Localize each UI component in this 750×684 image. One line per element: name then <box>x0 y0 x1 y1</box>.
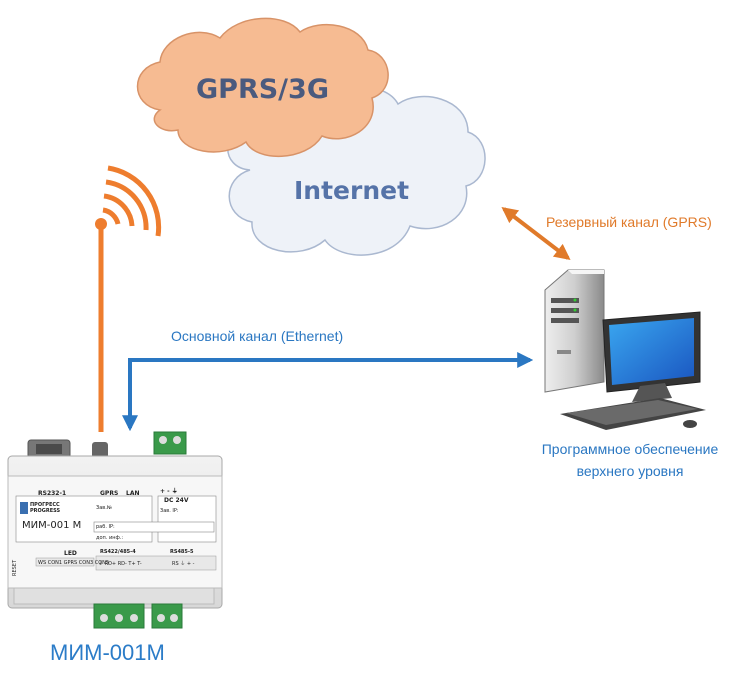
main-channel-arrow <box>122 352 534 432</box>
server-caption: Программное обеспечение верхнего уровня <box>520 438 740 482</box>
server-caption-line1: Программное обеспечение <box>541 441 719 457</box>
device-name-caption: МИМ-001М <box>50 640 165 665</box>
device-model-label: МИМ-001 М <box>22 520 82 531</box>
main-channel-label: Основной канал (Ethernet) <box>171 328 344 344</box>
device-lan-label: LAN <box>126 490 140 497</box>
device-led-items: WS CON1 GPRS CON3 CON5 <box>38 560 110 566</box>
device-rs232-label: RS232-1 <box>38 490 67 497</box>
backup-channel-arrow <box>501 207 571 260</box>
antenna <box>95 165 162 432</box>
gprs-cloud-label: GPRS/3G <box>196 74 329 105</box>
device-rs422-pins: ⏚ RD+ RD- T+ T- <box>98 561 142 567</box>
device-gprs-label: GPRS <box>100 490 119 497</box>
device-power-polarity: + - ⏚ <box>160 488 178 495</box>
device-rs422-label: RS422/485-4 <box>100 549 136 555</box>
device-serial-label: Зав.№ <box>96 505 113 511</box>
device-rs485-label: RS485-5 <box>170 549 194 555</box>
device-led-label: LED <box>64 550 77 557</box>
signal-wave-2 <box>103 193 135 227</box>
device-info-label: доп. инф.: <box>96 535 124 541</box>
device-dc-label: DC 24V <box>164 497 189 504</box>
device-brand-line2: PROGRESS <box>30 508 61 514</box>
device-work-ip-label: раб. IP: <box>96 524 115 530</box>
device-brand-line1: ПРОГРЕСС <box>30 502 60 508</box>
device-reset-label: RESET <box>12 559 18 576</box>
signal-wave-4 <box>107 165 162 237</box>
device-factory-ip-label: Зав. IP: <box>160 508 179 514</box>
signal-wave-3 <box>105 179 149 231</box>
internet-cloud-label: Internet <box>294 176 410 205</box>
signal-wave-1 <box>102 207 121 225</box>
gprs-cloud <box>136 17 389 158</box>
server-computer-icon <box>544 269 706 430</box>
server-caption-line2: верхнего уровня <box>576 463 684 479</box>
backup-channel-label: Резервный канал (GPRS) <box>546 214 712 230</box>
device-mim-001m-image <box>7 431 223 629</box>
device-rs485-pins: RS ⏚ + - <box>172 561 195 567</box>
